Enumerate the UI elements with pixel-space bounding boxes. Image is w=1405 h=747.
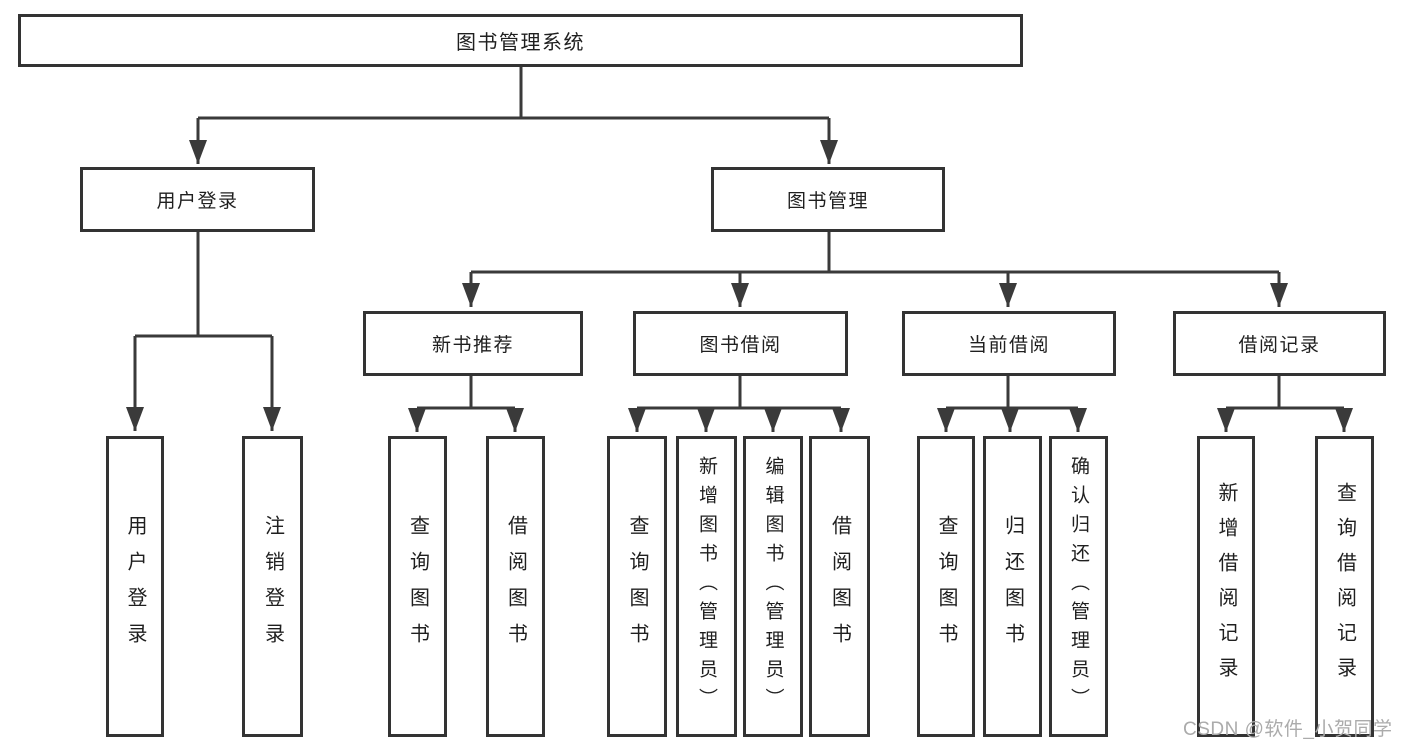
leaf-confirm-return-admin-label: 确认归还（管理员） <box>1068 456 1089 717</box>
leaf-logout: 注销登录 <box>242 436 303 737</box>
leaf-add-book-admin-label: 新增图书（管理员） <box>696 456 717 717</box>
leaf-add-book-admin: 新增图书（管理员） <box>676 436 737 737</box>
leaf-query-books-3: 查询图书 <box>917 436 975 737</box>
leaf-borrow-books-1-label: 借阅图书 <box>504 514 527 659</box>
leaf-return-books-label: 归还图书 <box>1001 514 1024 659</box>
node-user-login: 用户登录 <box>80 167 315 232</box>
leaf-return-books: 归还图书 <box>983 436 1042 737</box>
node-new-book-recommend: 新书推荐 <box>363 311 583 376</box>
leaf-query-books-2-label: 查询图书 <box>626 514 648 659</box>
leaf-query-books-1-label: 查询图书 <box>406 514 429 659</box>
leaf-edit-book-admin-label: 编辑图书（管理员） <box>762 456 784 717</box>
node-root: 图书管理系统 <box>18 14 1023 67</box>
leaf-borrow-books-1: 借阅图书 <box>486 436 545 737</box>
leaf-logout-label: 注销登录 <box>261 514 284 659</box>
node-book-borrow: 图书借阅 <box>633 311 848 376</box>
leaf-user-login-label: 用户登录 <box>124 514 146 659</box>
leaf-edit-book-admin: 编辑图书（管理员） <box>743 436 803 737</box>
leaf-borrow-books-2-label: 借阅图书 <box>828 514 851 659</box>
leaf-user-login: 用户登录 <box>106 436 164 737</box>
leaf-borrow-books-2: 借阅图书 <box>809 436 870 737</box>
leaf-query-borrow-record: 查询借阅记录 <box>1315 436 1374 737</box>
leaf-confirm-return-admin: 确认归还（管理员） <box>1049 436 1108 737</box>
leaf-add-borrow-record: 新增借阅记录 <box>1197 436 1255 737</box>
csdn-watermark: CSDN @软件_小贺同学 <box>1183 719 1393 740</box>
node-book-management: 图书管理 <box>711 167 945 232</box>
leaf-add-borrow-record-label: 新增借阅记录 <box>1215 481 1237 692</box>
leaf-query-books-3-label: 查询图书 <box>935 514 957 659</box>
node-current-borrow: 当前借阅 <box>902 311 1116 376</box>
leaf-query-books-2: 查询图书 <box>607 436 667 737</box>
leaf-query-books-1: 查询图书 <box>388 436 447 737</box>
leaf-query-borrow-record-label: 查询借阅记录 <box>1333 481 1356 692</box>
node-borrow-records: 借阅记录 <box>1173 311 1386 376</box>
